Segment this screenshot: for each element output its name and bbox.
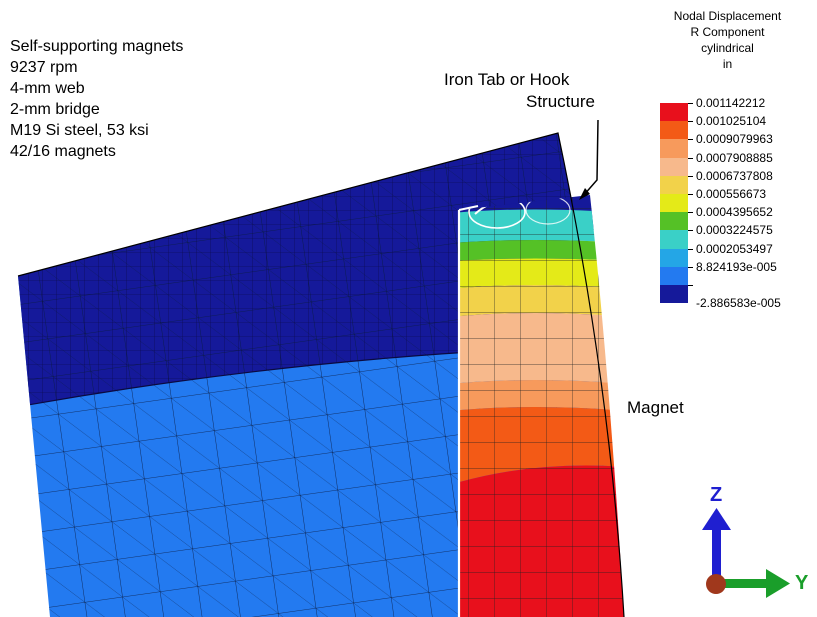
legend-swatch xyxy=(660,103,688,122)
legend-tick xyxy=(688,157,693,159)
info-line: Self-supporting magnets xyxy=(10,38,184,55)
y-axis-arrowhead xyxy=(766,569,790,598)
iron-tab-label-line1: Iron Tab or Hook xyxy=(444,70,570,89)
legend-tick xyxy=(688,121,693,123)
legend-title-line: Nodal Displacement xyxy=(673,9,782,23)
info-line: 2-mm bridge xyxy=(10,101,100,118)
legend-tick xyxy=(688,139,693,141)
info-line: 42/16 magnets xyxy=(10,143,116,160)
legend-tick xyxy=(688,230,693,232)
legend-tick xyxy=(688,103,693,104)
legend-tick xyxy=(688,248,693,250)
legend-swatch xyxy=(660,157,688,176)
legend-value: 0.001025104 xyxy=(696,114,767,129)
legend-value: 0.000556673 xyxy=(696,186,767,201)
legend-swatch xyxy=(660,230,688,249)
legend-swatch xyxy=(660,212,688,231)
legend-swatch xyxy=(660,121,688,140)
legend-swatch xyxy=(660,248,688,267)
legend-title-line: in xyxy=(722,57,733,71)
axes-origin-sphere xyxy=(706,574,726,594)
legend-title-line: R Component xyxy=(690,25,765,39)
legend-value: 0.0006737808 xyxy=(696,168,773,183)
legend-swatch xyxy=(660,139,688,158)
magnet-label: Magnet xyxy=(627,398,684,417)
legend-swatch xyxy=(660,193,688,213)
z-axis-arrow xyxy=(712,528,721,586)
info-line: 9237 rpm xyxy=(10,59,78,76)
legend-value: 0.0004395652 xyxy=(696,205,773,220)
legend-tick xyxy=(688,284,693,286)
legend-tick xyxy=(688,193,693,195)
legend-value: 0.0009079963 xyxy=(696,132,773,147)
legend-value: 8.824193e-005 xyxy=(696,259,777,274)
legend-value: 0.0002053497 xyxy=(696,241,773,256)
legend-swatch xyxy=(660,266,688,285)
legend-swatch xyxy=(660,175,688,194)
z-axis-label: Z xyxy=(710,484,723,506)
y-axis-arrow xyxy=(722,579,770,588)
legend-tick xyxy=(688,212,693,214)
iron-tab-arrow xyxy=(582,119,599,197)
legend-title: Nodal Displacement R Component cylindric… xyxy=(640,8,815,72)
legend-tick xyxy=(688,175,693,177)
legend-tick xyxy=(688,266,693,268)
legend-swatch xyxy=(660,284,688,304)
magnet-region xyxy=(459,195,624,617)
info-line: M19 Si steel, 53 ksi xyxy=(10,122,149,139)
legend-value: 0.0007908885 xyxy=(696,150,773,165)
legend-value: -2.886583e-005 xyxy=(696,295,781,310)
coordinate-axes-triad xyxy=(702,508,790,598)
legend-title-line: cylindrical xyxy=(701,41,754,55)
legend-value: 0.001142212 xyxy=(696,96,766,110)
info-line: 4-mm web xyxy=(10,80,85,97)
iron-tab-label-line2: Structure xyxy=(526,92,595,111)
z-axis-arrowhead xyxy=(702,508,731,530)
analysis-parameters: Self-supporting magnets 9237 rpm 4-mm we… xyxy=(10,36,183,162)
legend-value: 0.0003224575 xyxy=(696,223,773,238)
y-axis-label: Y xyxy=(795,572,809,594)
